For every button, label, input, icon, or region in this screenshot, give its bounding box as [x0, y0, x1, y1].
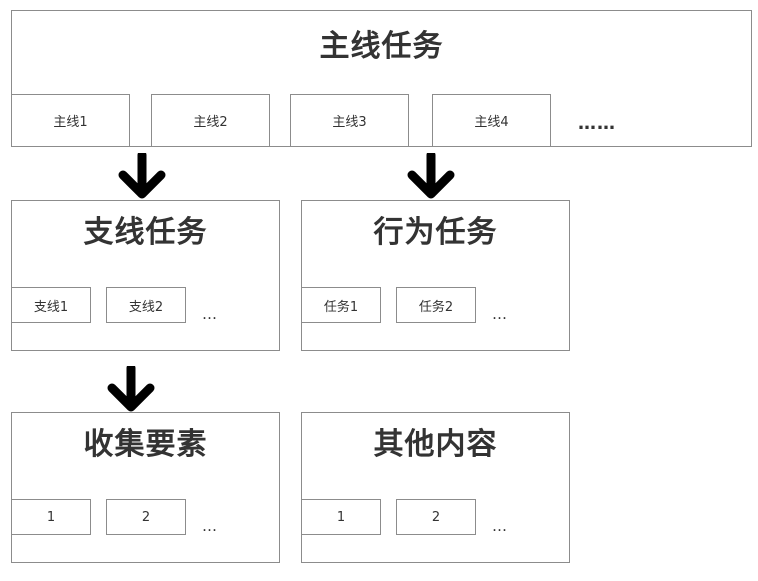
main-quest-item-3: 主线3	[290, 94, 409, 147]
behavior-quest-item-1: 任务1	[301, 287, 381, 323]
branch-quest-item-1: 支线1	[11, 287, 91, 323]
collect-elements-box: 收集要素 1 2 …	[11, 412, 280, 563]
main-quest-item-4: 主线4	[432, 94, 551, 147]
other-content-ellipsis: …	[492, 517, 507, 535]
main-quest-item-2: 主线2	[151, 94, 270, 147]
collect-elements-item-2: 2	[106, 499, 186, 535]
branch-quest-box: 支线任务 支线1 支线2 …	[11, 200, 280, 351]
down-arrow-icon	[407, 153, 455, 199]
collect-elements-ellipsis: …	[202, 517, 217, 535]
main-quest-item-1: 主线1	[11, 94, 130, 147]
behavior-quest-ellipsis: …	[492, 305, 507, 323]
other-content-title: 其他内容	[373, 427, 498, 462]
other-content-item-1: 1	[301, 499, 381, 535]
main-quest-box: 主线任务 主线1 主线2 主线3 主线4 ……	[11, 10, 752, 147]
collect-elements-title: 收集要素	[83, 427, 208, 462]
collect-elements-item-1: 1	[11, 499, 91, 535]
behavior-quest-item-2: 任务2	[396, 287, 476, 323]
down-arrow-icon	[107, 366, 155, 412]
behavior-quest-title: 行为任务	[373, 215, 498, 250]
branch-quest-item-2: 支线2	[106, 287, 186, 323]
branch-quest-title: 支线任务	[83, 215, 208, 250]
down-arrow-icon	[118, 153, 166, 199]
main-quest-ellipsis: ……	[578, 113, 616, 134]
main-quest-title: 主线任务	[319, 29, 444, 64]
other-content-box: 其他内容 1 2 …	[301, 412, 570, 563]
other-content-item-2: 2	[396, 499, 476, 535]
branch-quest-ellipsis: …	[202, 305, 217, 323]
behavior-quest-box: 行为任务 任务1 任务2 …	[301, 200, 570, 351]
